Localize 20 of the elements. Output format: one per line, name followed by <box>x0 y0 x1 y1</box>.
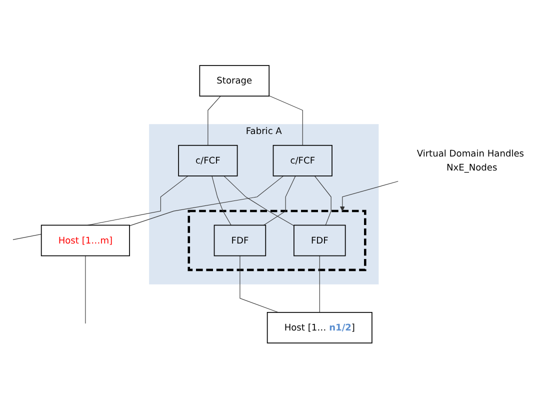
node-box: c/FCF <box>178 144 238 176</box>
connector <box>263 175 296 226</box>
connector <box>129 175 284 226</box>
connector <box>224 175 294 226</box>
node-box: c/FCF <box>272 144 332 176</box>
connector <box>314 175 332 226</box>
node-box: Host [1…m] <box>40 224 130 256</box>
arrow <box>340 180 399 212</box>
node-box: Storage <box>199 64 270 96</box>
connector <box>85 255 86 324</box>
node-box: FDF <box>214 224 266 256</box>
connector <box>319 255 320 312</box>
connector <box>268 95 303 146</box>
node-text: Virtual Domain Handles NxE_Nodes <box>416 148 524 172</box>
connector <box>212 175 232 226</box>
cluster <box>188 210 366 271</box>
connector <box>240 255 279 312</box>
node-box: Host [1… n1/2] <box>266 312 372 344</box>
node-box: FDF <box>294 224 346 256</box>
connector <box>208 96 221 146</box>
